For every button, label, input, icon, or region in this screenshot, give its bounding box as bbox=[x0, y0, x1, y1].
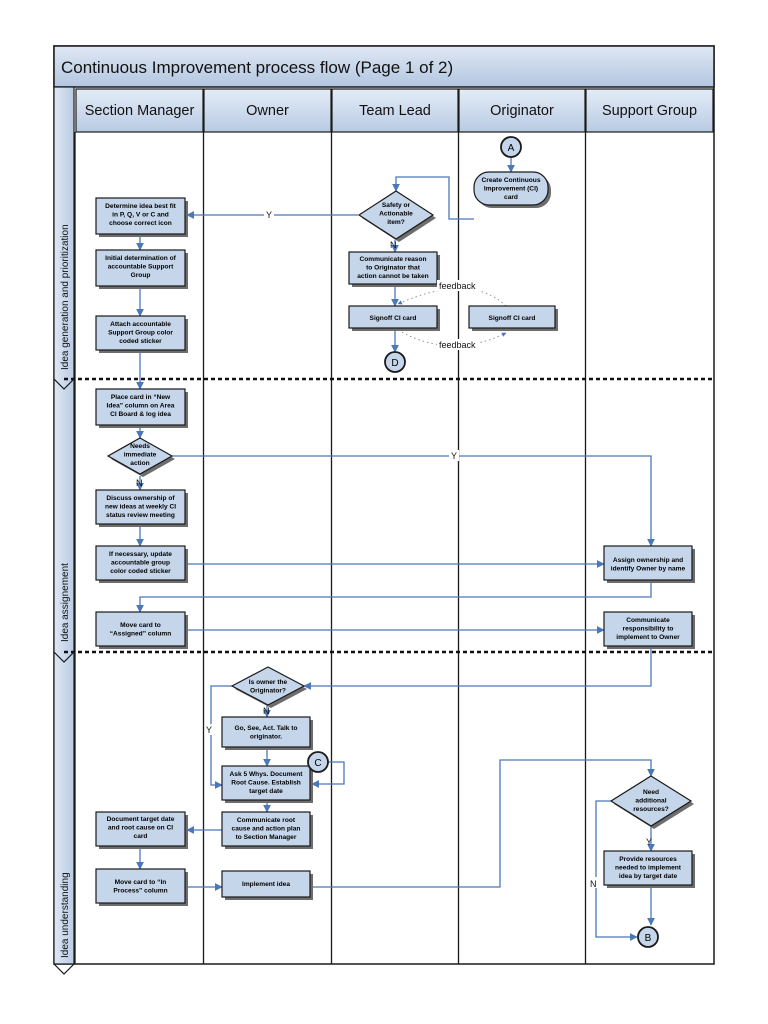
label-immediate-no: N bbox=[136, 478, 143, 488]
phase-label-assignment: Idea assignement bbox=[60, 563, 71, 642]
svg-text:Signoff CI card: Signoff CI card bbox=[489, 315, 536, 322]
label-owner-no: N bbox=[263, 706, 270, 716]
phase-label-understanding: Idea understanding bbox=[60, 872, 71, 958]
lane-title-section-manager: Section Manager bbox=[85, 103, 195, 119]
connector-c: C bbox=[307, 751, 329, 773]
phase-label-generation: Idea generation and prioritization bbox=[60, 224, 71, 370]
label-feedback-1: feedback bbox=[439, 281, 476, 291]
box-signoff-originator: Signoff CI card bbox=[468, 305, 558, 331]
lane-header-owner bbox=[203, 88, 332, 133]
connector-d: D bbox=[384, 351, 406, 373]
lane-title-support-group: Support Group bbox=[602, 103, 697, 119]
page-title: Continuous Improvement process flow (Pag… bbox=[61, 58, 453, 77]
phase-chevron-1 bbox=[53, 378, 75, 390]
lane-header-originator bbox=[458, 88, 586, 133]
lane-title-originator: Originator bbox=[490, 103, 554, 119]
label-safety-yes: Y bbox=[266, 210, 272, 220]
label-feedback-2: feedback bbox=[439, 340, 476, 350]
label-immediate-yes: Y bbox=[451, 451, 457, 461]
svg-text:Move card to“Assigned” column: Move card to“Assigned” column bbox=[110, 622, 172, 638]
flow-lines bbox=[136, 157, 655, 941]
label-resources-yes: Y bbox=[646, 837, 652, 847]
lane-dividers bbox=[74, 132, 587, 964]
box-implement-idea: Implement idea bbox=[221, 870, 313, 900]
phase-chevron-3 bbox=[53, 963, 75, 975]
title-bar bbox=[53, 45, 715, 88]
svg-text:C: C bbox=[314, 758, 321, 769]
label-owner-yes: Y bbox=[206, 725, 212, 735]
box-signoff-team-lead: Signoff CI card bbox=[348, 305, 440, 331]
lane-title-owner: Owner bbox=[246, 103, 289, 119]
svg-text:D: D bbox=[391, 358, 398, 369]
phase-chevron-2 bbox=[53, 651, 75, 663]
connector-b: B bbox=[637, 926, 659, 948]
svg-text:A: A bbox=[508, 143, 515, 154]
box-move-assigned: Move card to“Assigned” column bbox=[95, 611, 188, 649]
lane-header-section-manager bbox=[75, 88, 204, 133]
svg-text:Signoff CI card: Signoff CI card bbox=[370, 315, 417, 322]
svg-text:B: B bbox=[645, 933, 652, 944]
svg-text:Implement idea: Implement idea bbox=[242, 881, 290, 888]
label-safety-no: N bbox=[390, 240, 397, 250]
lane-title-team-lead: Team Lead bbox=[359, 103, 431, 119]
label-resources-no: N bbox=[590, 879, 597, 889]
lane-header-support-group bbox=[585, 88, 714, 133]
connector-a: A bbox=[500, 136, 522, 158]
phase-strip bbox=[53, 86, 75, 965]
lane-header-team-lead bbox=[331, 88, 459, 133]
